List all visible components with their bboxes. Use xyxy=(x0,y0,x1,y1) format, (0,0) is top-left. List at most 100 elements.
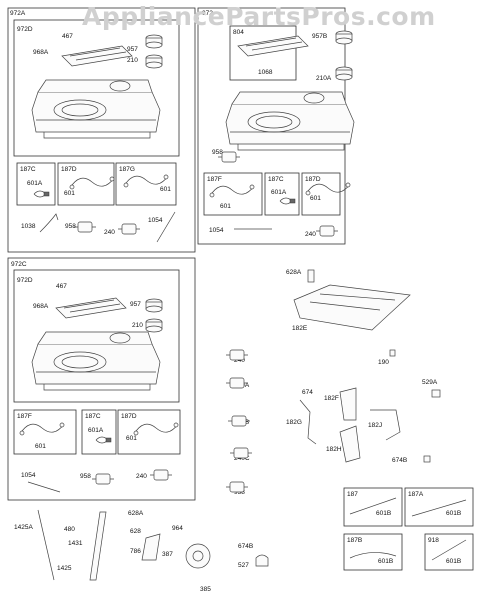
part-label-958[interactable]: 958 xyxy=(80,473,91,480)
part-label-240[interactable]: 240 xyxy=(234,357,245,364)
part-label-385[interactable]: 385 xyxy=(200,586,211,593)
part-label-968a[interactable]: 968A xyxy=(33,303,49,310)
part-label-1068[interactable]: 1068 xyxy=(258,69,273,76)
part-label-527[interactable]: 527 xyxy=(238,562,249,569)
part-label-628[interactable]: 628 xyxy=(130,528,141,535)
part-label-1425a[interactable]: 1425A xyxy=(14,524,33,531)
part-label-601[interactable]: 601 xyxy=(310,195,321,202)
part-label-187c[interactable]: 187C xyxy=(20,166,36,173)
fuel-tank-icon[interactable] xyxy=(225,91,355,151)
part-label-187f[interactable]: 187F xyxy=(207,176,222,183)
part-label-187d[interactable]: 187D xyxy=(121,413,137,420)
part-label-674b[interactable]: 674B xyxy=(238,543,253,550)
tank-bracket-icon[interactable] xyxy=(293,284,411,331)
group-972c-label: 972C xyxy=(11,261,27,268)
part-label-182g[interactable]: 182G xyxy=(286,419,302,426)
fuel-cap-icon[interactable] xyxy=(335,30,353,45)
part-label-182j[interactable]: 182J xyxy=(368,422,382,429)
part-label-1038[interactable]: 1038 xyxy=(21,223,36,230)
screw-icon xyxy=(423,455,431,463)
part-label-957[interactable]: 957 xyxy=(127,46,138,53)
part-label-387[interactable]: 387 xyxy=(162,551,173,558)
part-label-187a[interactable]: 187A xyxy=(408,491,424,498)
fuel-tank-icon[interactable] xyxy=(31,79,161,139)
part-label-467[interactable]: 467 xyxy=(62,33,73,40)
part-label-1425[interactable]: 1425 xyxy=(57,565,72,572)
part-label-182e[interactable]: 182E xyxy=(292,325,308,332)
part-label-958[interactable]: 958 xyxy=(65,223,76,230)
part-label-601a[interactable]: 601A xyxy=(271,189,287,196)
part-label-601b[interactable]: 601B xyxy=(446,558,461,565)
part-label-601a[interactable]: 601A xyxy=(27,180,43,187)
part-label-480[interactable]: 480 xyxy=(64,526,75,533)
part-label-958[interactable]: 958 xyxy=(234,489,245,496)
tank-shield-icon[interactable] xyxy=(237,35,309,57)
part-label-957b[interactable]: 957B xyxy=(312,33,327,40)
part-label-210[interactable]: 210 xyxy=(127,57,138,64)
part-label-804[interactable]: 804 xyxy=(233,29,244,36)
part-label-187d[interactable]: 187D xyxy=(305,176,321,183)
part-label-964[interactable]: 964 xyxy=(172,525,183,532)
group-972d-label: 972D xyxy=(17,26,33,33)
part-label-210[interactable]: 210 xyxy=(132,322,143,329)
part-label-628a[interactable]: 628A xyxy=(286,269,302,276)
part-label-187f[interactable]: 187F xyxy=(17,413,32,420)
fuel-shutoff-valve-icon[interactable] xyxy=(73,221,97,233)
part-label-182h[interactable]: 182H xyxy=(326,446,342,453)
part-label-601[interactable]: 601 xyxy=(160,186,171,193)
part-label-210a[interactable]: 210A xyxy=(316,75,332,82)
part-label-467[interactable]: 467 xyxy=(56,283,67,290)
fuel-tank-icon[interactable] xyxy=(31,331,161,391)
part-label-182f[interactable]: 182F xyxy=(324,395,339,402)
fuel-cap-icon[interactable] xyxy=(145,298,163,313)
part-label-190[interactable]: 190 xyxy=(378,359,389,366)
part-label-918[interactable]: 918 xyxy=(428,537,439,544)
part-label-240[interactable]: 240 xyxy=(104,229,115,236)
part-label-601b[interactable]: 601B xyxy=(446,510,461,517)
bracket-icon[interactable] xyxy=(299,399,317,445)
fuel-line-icon[interactable] xyxy=(89,511,107,581)
tank-shield-icon[interactable] xyxy=(55,297,127,319)
part-label-786[interactable]: 786 xyxy=(130,548,141,555)
part-label-529a[interactable]: 529A xyxy=(422,379,438,386)
part-label-601[interactable]: 601 xyxy=(220,203,231,210)
part-label-240[interactable]: 240 xyxy=(136,473,147,480)
part-label-240[interactable]: 240 xyxy=(305,231,316,238)
tank-shield-icon[interactable] xyxy=(61,45,133,67)
fuel-shutoff-valve-icon[interactable] xyxy=(91,473,115,485)
part-label-1431[interactable]: 1431 xyxy=(68,540,83,547)
part-label-601[interactable]: 601 xyxy=(35,443,46,450)
bracket-icon[interactable] xyxy=(141,533,161,561)
part-label-1054[interactable]: 1054 xyxy=(209,227,224,234)
part-label-187[interactable]: 187 xyxy=(347,491,358,498)
part-label-187g[interactable]: 187G xyxy=(119,166,135,173)
part-label-957[interactable]: 957 xyxy=(130,301,141,308)
part-label-187d[interactable]: 187D xyxy=(61,166,77,173)
part-label-187b[interactable]: 187B xyxy=(347,537,362,544)
part-label-240c[interactable]: 240C xyxy=(234,455,250,462)
part-label-601[interactable]: 601 xyxy=(64,190,75,197)
bracket-icon[interactable] xyxy=(339,425,361,463)
part-label-674b[interactable]: 674B xyxy=(392,457,407,464)
part-label-601[interactable]: 601 xyxy=(126,435,137,442)
fuel-filter-icon[interactable] xyxy=(149,469,173,481)
part-label-187c[interactable]: 187C xyxy=(85,413,101,420)
bracket-icon[interactable] xyxy=(339,387,357,421)
part-label-601b[interactable]: 601B xyxy=(378,558,393,565)
part-label-958[interactable]: 958 xyxy=(212,149,223,156)
part-label-674[interactable]: 674 xyxy=(302,389,313,396)
part-label-601b[interactable]: 601B xyxy=(376,510,391,517)
fuel-cap-icon[interactable] xyxy=(145,34,163,49)
part-label-187c[interactable]: 187C xyxy=(268,176,284,183)
part-label-628a[interactable]: 628A xyxy=(128,510,144,517)
fuel-cap-insert-icon[interactable] xyxy=(145,54,163,69)
part-label-1054[interactable]: 1054 xyxy=(21,472,36,479)
part-label-601a[interactable]: 601A xyxy=(88,427,104,434)
fuel-filter-icon[interactable] xyxy=(315,225,339,237)
part-label-968a[interactable]: 968A xyxy=(33,49,49,56)
part-label-1054[interactable]: 1054 xyxy=(148,217,163,224)
fuel-filter-icon[interactable] xyxy=(117,223,141,235)
fuel-cap-insert-icon[interactable] xyxy=(145,318,163,333)
fuel-cap-insert-icon[interactable] xyxy=(335,66,353,81)
bracket-icon[interactable] xyxy=(370,409,401,441)
